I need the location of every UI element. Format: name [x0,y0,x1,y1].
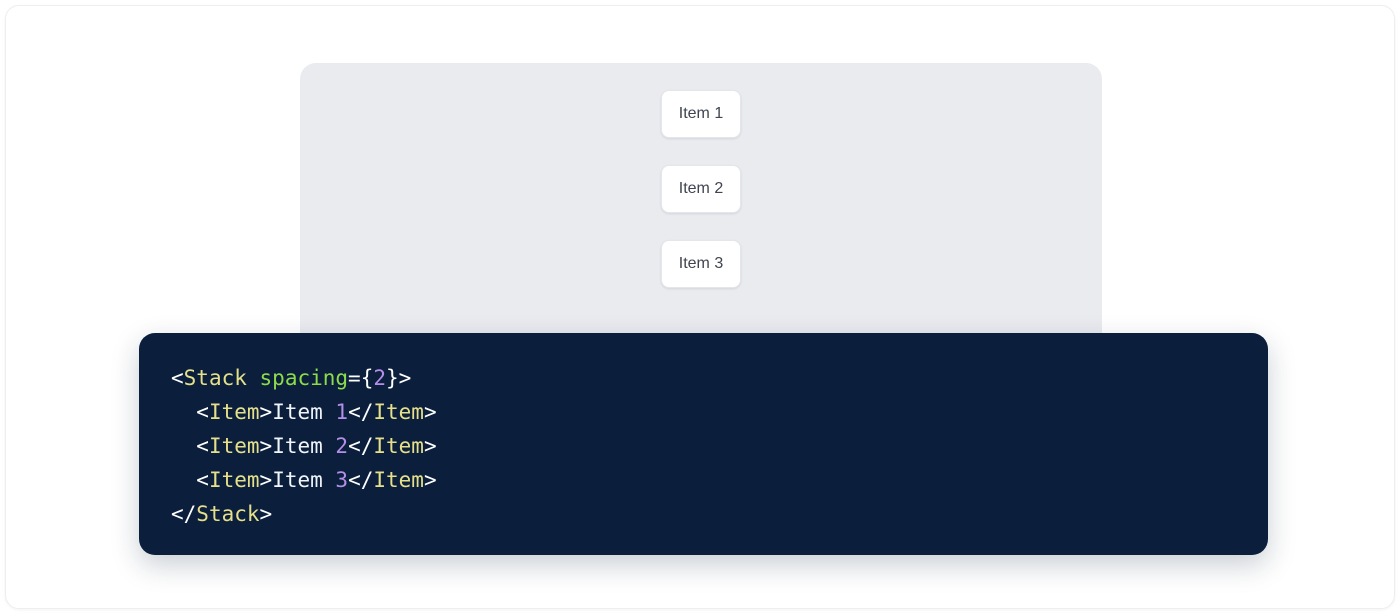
code-token-tag: Item [373,400,424,424]
code-line: <Item>Item 2</Item> [171,429,1236,463]
code-token-punct: < [171,366,184,390]
stack-item[interactable]: Item 3 [661,240,741,288]
code-line: <Item>Item 1</Item> [171,395,1236,429]
code-token-punct: </ [171,502,197,526]
code-token-punct: > [259,502,273,526]
code-line: <Item>Item 3</Item> [171,463,1236,497]
code-token-tag: Stack [196,502,260,526]
code-token-num: 2 [335,434,349,458]
code-token-punct: </ [348,400,374,424]
code-token-text: Item [272,434,336,458]
code-indent [171,400,196,424]
code-token-num: 3 [335,468,349,492]
code-token-punct: }> [386,366,412,390]
code-indent [171,434,196,458]
stack-container: Item 1 Item 2 Item 3 [300,90,1102,288]
code-token-tag: Item [373,468,424,492]
code-token-text: Item [272,400,336,424]
code-token-num: 1 [335,400,349,424]
code-token-text: Item [272,468,336,492]
code-snippet-text: <Stack spacing={2}> <Item>Item 1</Item> … [171,361,1236,531]
code-token-tag: Item [208,468,260,492]
code-token-punct: < [196,468,209,492]
code-token-tag: Item [208,434,260,458]
code-token-punct: > [423,400,437,424]
stack-item[interactable]: Item 2 [661,165,741,213]
code-token-punct [247,366,260,390]
code-line: </Stack> [171,497,1236,531]
code-token-punct: </ [348,434,374,458]
code-token-attr: spacing [259,366,349,390]
code-token-tag: Stack [183,366,247,390]
stack-item[interactable]: Item 1 [661,90,741,138]
code-snippet-block[interactable]: <Stack spacing={2}> <Item>Item 1</Item> … [139,333,1268,555]
code-token-punct: > [423,434,437,458]
code-line: <Stack spacing={2}> [171,361,1236,395]
code-token-num: 2 [373,366,386,390]
code-token-punct: < [196,434,209,458]
code-token-punct: ={ [348,366,374,390]
code-token-tag: Item [373,434,424,458]
code-token-punct: > [259,434,273,458]
code-token-punct: > [423,468,437,492]
code-token-punct: > [259,468,273,492]
code-token-punct: < [196,400,209,424]
component-preview-panel: Item 1 Item 2 Item 3 [300,63,1102,363]
code-indent [171,468,196,492]
code-token-tag: Item [208,400,260,424]
code-token-punct: > [259,400,273,424]
code-token-punct: </ [348,468,374,492]
